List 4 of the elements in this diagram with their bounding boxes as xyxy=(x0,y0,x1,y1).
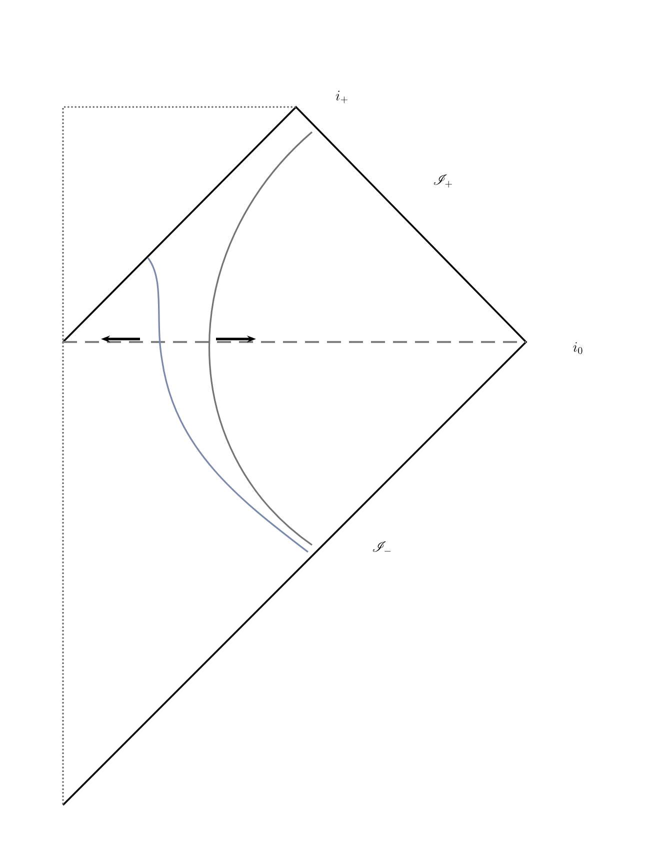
math-label: $\mathscr{I}_-$ xyxy=(372,541,391,552)
math-label: $i_+$ xyxy=(336,90,348,104)
math-label: $\mathscr{I}_+$ xyxy=(434,174,452,188)
math-label: $i_0$ xyxy=(573,342,582,354)
